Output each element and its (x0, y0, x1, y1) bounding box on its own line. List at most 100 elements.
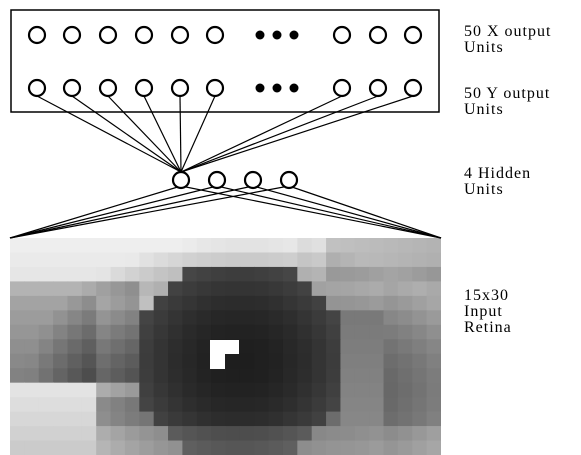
retina-pixel (168, 440, 183, 455)
retina-pixel (139, 310, 155, 326)
pupil-highlight (210, 354, 225, 369)
retina-pixel (139, 324, 155, 340)
retina-pixel (397, 310, 413, 326)
retina-pixel (282, 411, 298, 427)
retina-pixel (340, 281, 356, 297)
connection-line (179, 95, 182, 173)
retina-pixel (38, 411, 54, 427)
retina-pixel (426, 266, 441, 282)
retina-pixel (340, 266, 356, 282)
retina-pixel (254, 295, 270, 311)
retina-pixel (354, 411, 370, 427)
hidden-unit (243, 170, 263, 190)
retina-pixel (268, 397, 284, 413)
retina-pixel (383, 252, 399, 268)
retina-pixel (268, 440, 284, 455)
retina-pixel (81, 324, 97, 340)
connection-line (180, 95, 414, 173)
retina-pixel (110, 266, 126, 282)
retina-pixel (297, 310, 313, 326)
retina-pixel (268, 310, 284, 326)
retina-pixel (10, 324, 25, 340)
y-output-unit (403, 78, 423, 98)
retina-pixel (311, 238, 327, 254)
retina-pixel (153, 310, 169, 326)
retina-pixel (182, 382, 198, 398)
retina-pixel (67, 266, 83, 282)
retina-pixel (24, 397, 40, 413)
retina-pixel (182, 339, 198, 355)
retina-pixel (383, 353, 399, 369)
retina-pixel (124, 411, 140, 427)
retina-pixel (10, 353, 25, 369)
retina-pixel (326, 339, 342, 355)
retina-pixel (182, 295, 198, 311)
retina-pixel (168, 382, 183, 398)
retina-pixel (196, 440, 212, 455)
x-output-label: 50 X output Units (464, 23, 552, 56)
retina-pixel (383, 310, 399, 326)
retina-pixel (211, 324, 227, 340)
retina-pixel (383, 440, 399, 455)
retina-pixel (81, 238, 97, 254)
retina-pixel (196, 252, 212, 268)
retina-pixel (38, 368, 54, 384)
x-output-unit (403, 25, 423, 45)
retina-pixel (239, 339, 255, 355)
retina-pixel (268, 339, 284, 355)
retina-pixel (426, 324, 441, 340)
retina-pixel (67, 411, 83, 427)
retina-pixel (110, 281, 126, 297)
retina-pixel (383, 339, 399, 355)
retina-pixel (10, 397, 25, 413)
retina-pixel (196, 353, 212, 369)
retina-pixel (10, 339, 25, 355)
retina-pixel (254, 310, 270, 326)
retina-pixel (81, 397, 97, 413)
retina-pixel (369, 238, 385, 254)
retina-pixel (369, 426, 385, 442)
retina-pixel (53, 411, 69, 427)
retina-pixel (412, 382, 428, 398)
retina-pixel (182, 353, 198, 369)
retina-pixel (225, 440, 241, 455)
retina-pixel (153, 339, 169, 355)
retina-pixel (369, 266, 385, 282)
retina-pixel (24, 281, 40, 297)
retina-pixel (354, 310, 370, 326)
connection-line (180, 95, 216, 173)
retina-pixel (254, 411, 270, 427)
retina-pixel (211, 368, 227, 384)
retina-pixel (24, 368, 40, 384)
retina-pixel (239, 440, 255, 455)
retina-pixel (412, 353, 428, 369)
retina-pixel (225, 281, 241, 297)
retina-pixel (239, 324, 255, 340)
retina-pixel (53, 310, 69, 326)
retina-pixel (10, 310, 25, 326)
retina-pixel (24, 440, 40, 455)
retina-pixel (196, 295, 212, 311)
retina-pixel (282, 382, 298, 398)
retina-pixel (282, 310, 298, 326)
retina-pixel (67, 368, 83, 384)
retina-pixel (239, 266, 255, 282)
retina-pixel (168, 397, 183, 413)
retina-pixel (24, 426, 40, 442)
retina-pixel (239, 411, 255, 427)
connection-line (180, 95, 379, 173)
retina-pixel (340, 238, 356, 254)
retina-pixel (369, 368, 385, 384)
retina-pixel (340, 382, 356, 398)
retina-pixel (153, 295, 169, 311)
ellipsis-dot (289, 30, 299, 40)
retina-pixel (225, 238, 241, 254)
retina-pixel (268, 368, 284, 384)
retina-pixel (369, 440, 385, 455)
retina-pixel (10, 266, 25, 282)
connection-line (288, 185, 442, 239)
pupil-highlight (210, 340, 239, 354)
input-retina-label: 15x30 Input Retina (464, 287, 512, 336)
retina-pixel (397, 397, 413, 413)
retina-pixel (268, 295, 284, 311)
